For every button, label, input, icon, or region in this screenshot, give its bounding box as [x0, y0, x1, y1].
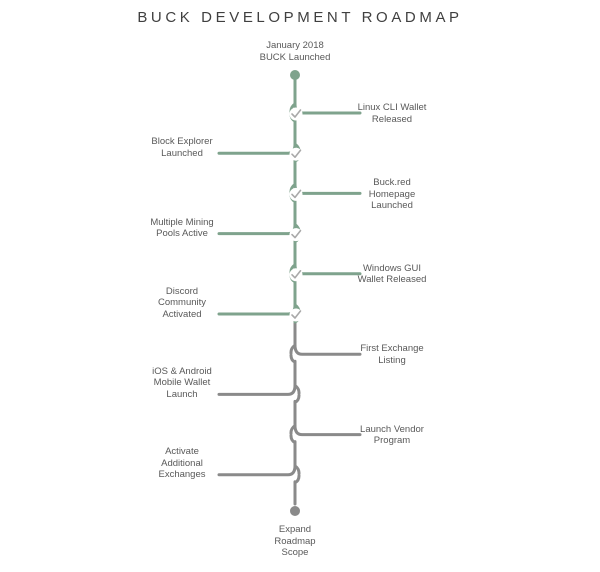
milestone-label-line: Windows GUI [362, 262, 422, 274]
start-node [290, 70, 300, 80]
milestone-label-line: Community [157, 297, 207, 308]
milestone-label-line: Block Explorer [151, 136, 213, 148]
milestone-label-line: Launched [161, 147, 203, 159]
end-label-line: Scope [281, 547, 309, 558]
milestone-label-line: Mobile Wallet [153, 377, 211, 389]
start-label-line: BUCK Launched [259, 51, 331, 63]
milestone-label-line: Wallet Released [357, 274, 427, 286]
check-icon [291, 310, 302, 319]
milestone-label-line: Multiple Mining [150, 216, 214, 228]
branch-left [217, 464, 297, 477]
milestone-label-line: Pools Active [156, 228, 208, 240]
milestone-label-line: Discord [165, 285, 199, 297]
milestone-label-line: Launched [371, 200, 413, 212]
milestone-label-line: Released [371, 113, 413, 125]
milestone-label-line: Activate [165, 446, 199, 458]
branch-right [293, 424, 362, 437]
start-label-line: January 2018 [266, 40, 324, 51]
check-icon [291, 270, 302, 279]
check-icon [291, 149, 302, 158]
milestone-label-line: Activated [162, 308, 202, 320]
branch-right [293, 343, 362, 356]
end-label-line: Expand [278, 524, 312, 535]
milestone-label-line: Linux CLI Wallet [357, 102, 427, 113]
milestone-label-line: Exchanges [158, 469, 206, 481]
milestone-label-line: Launch [166, 388, 198, 400]
milestone-label-line: Homepage [368, 188, 416, 200]
milestone-label-line: Buck.red [373, 177, 411, 189]
milestone-label-line: Launch Vendor [360, 423, 424, 435]
end-label-line: Roadmap [274, 535, 316, 547]
branch-left [217, 383, 297, 396]
end-node [290, 506, 300, 516]
milestone-label-line: Program [373, 435, 411, 447]
check-icon [291, 189, 302, 199]
check-icon [291, 109, 302, 118]
milestone-label-line: iOS & Android [152, 365, 212, 377]
page-title: BUCK DEVELOPMENT ROADMAP [137, 9, 463, 26]
milestone-label-line: Listing [378, 354, 406, 366]
check-icon [291, 229, 302, 239]
milestone-label-line: First Exchange [360, 343, 424, 355]
milestone-label-line: Additional [161, 457, 203, 469]
